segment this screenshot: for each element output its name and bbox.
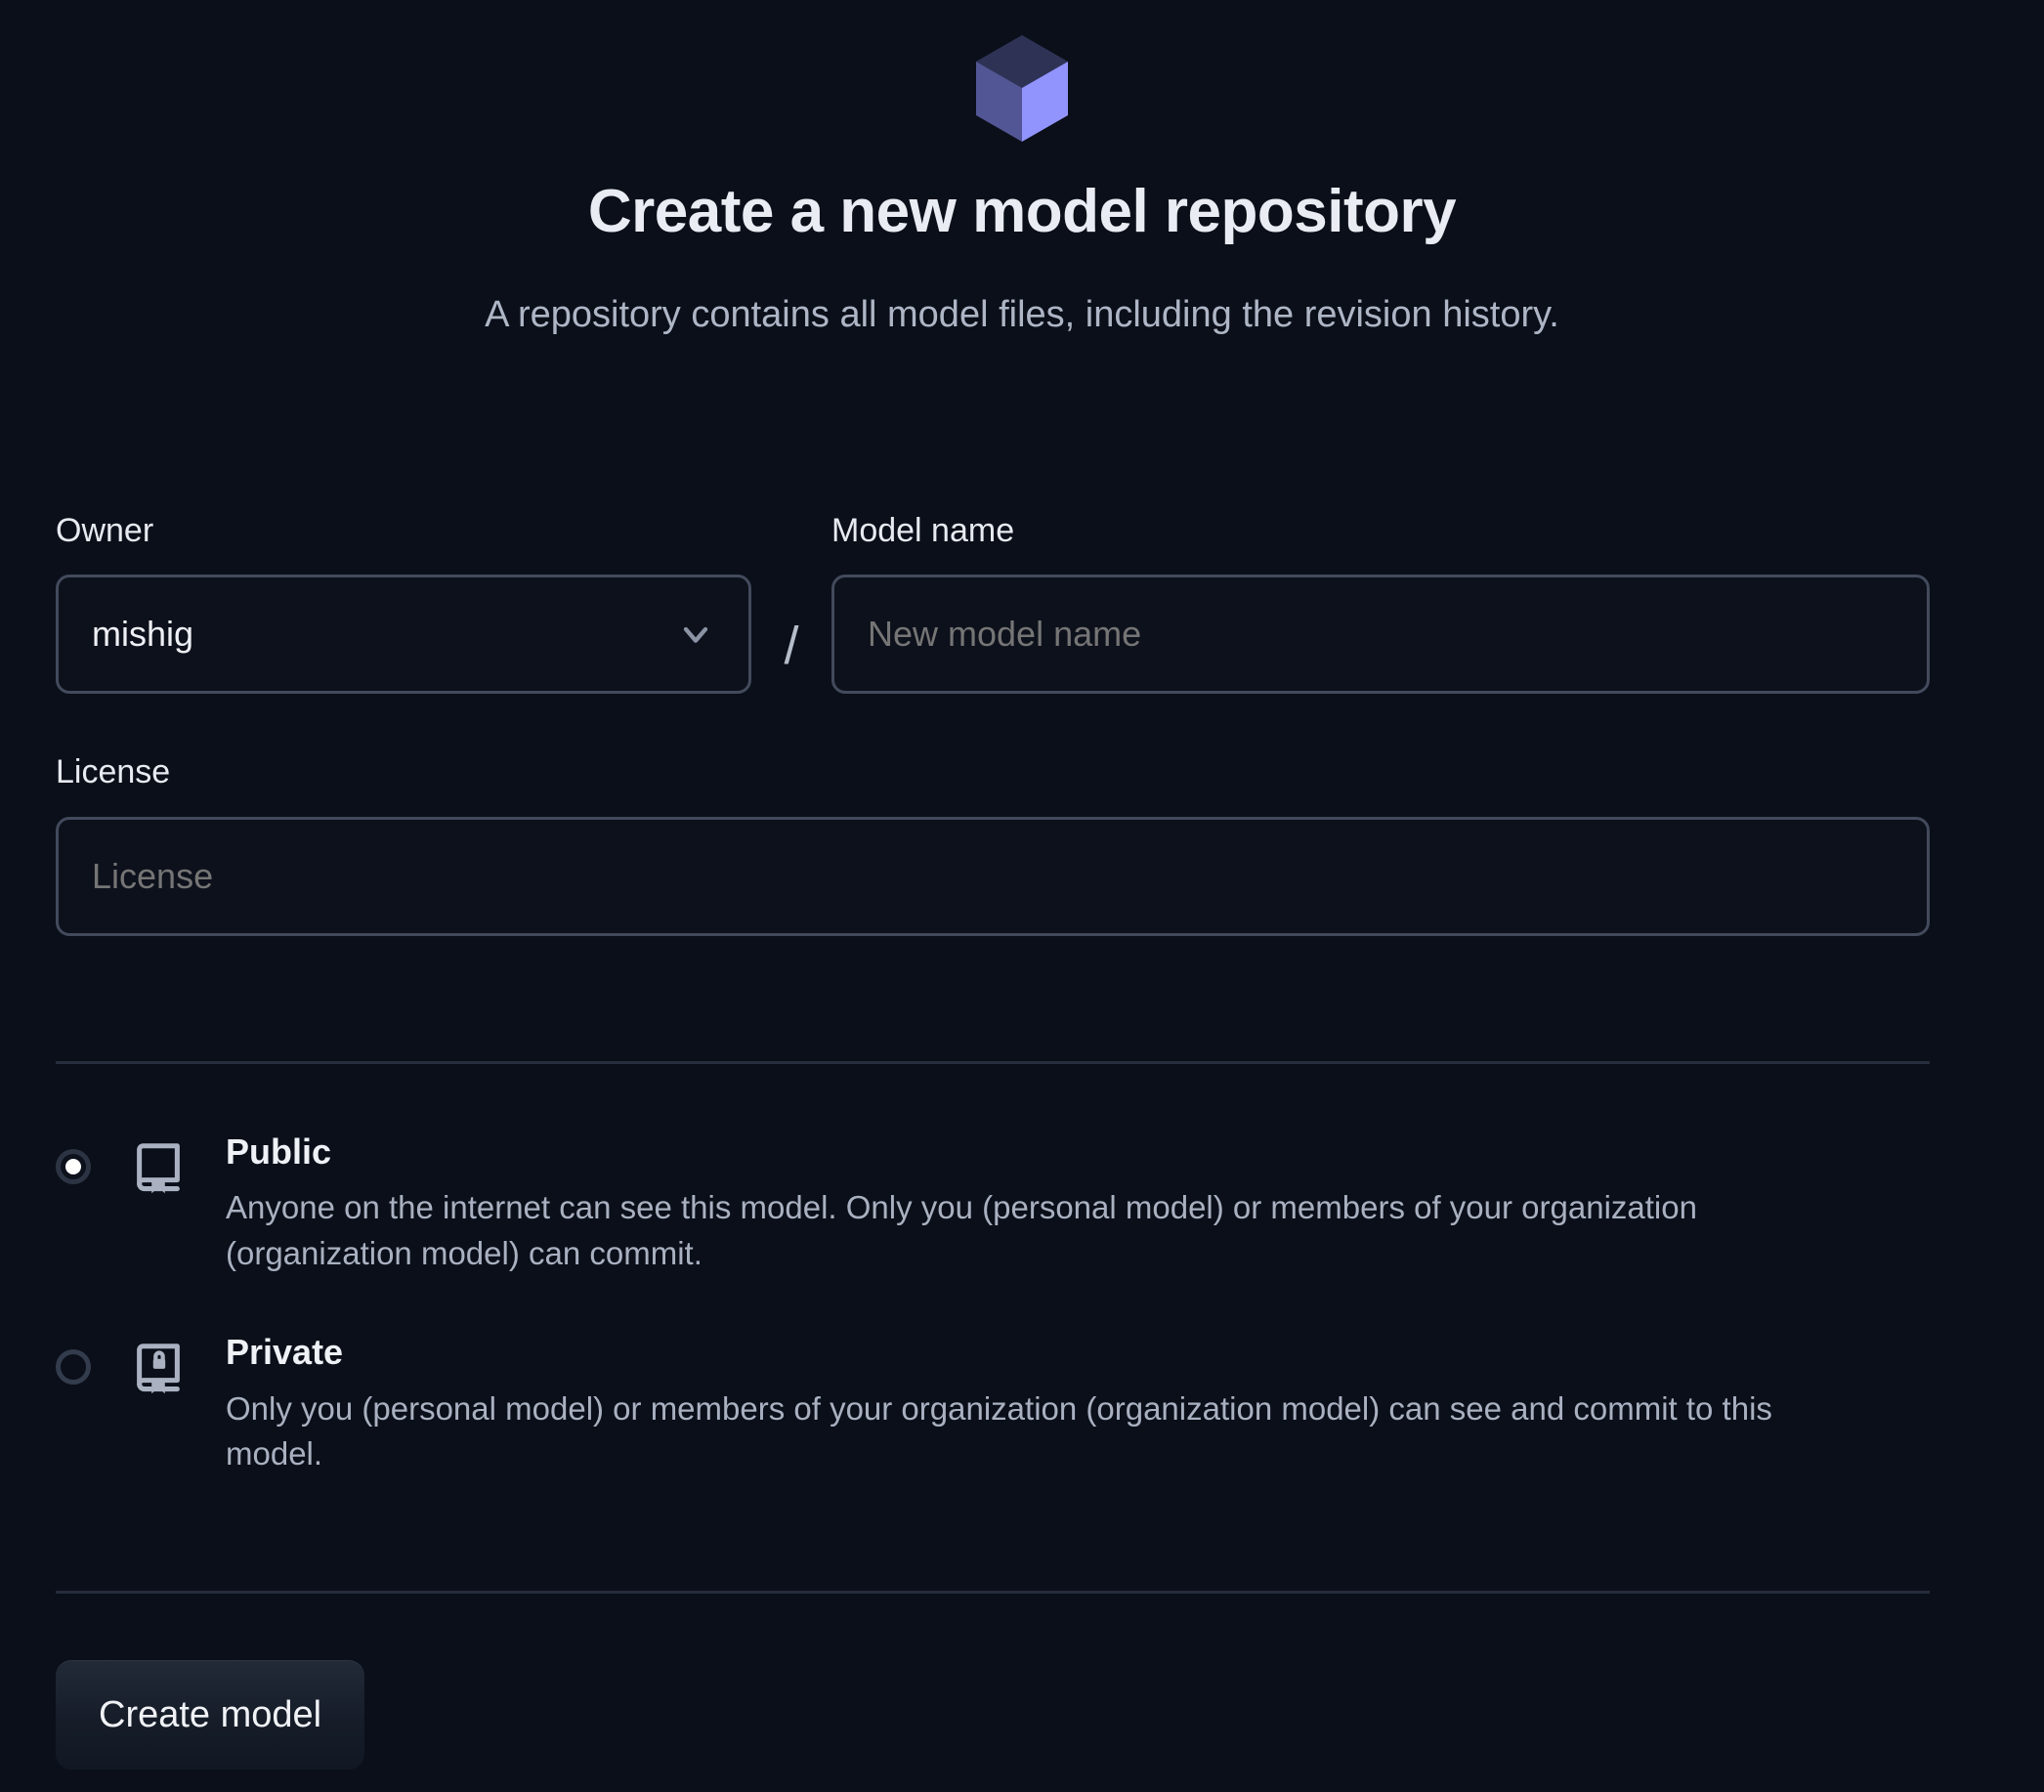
page-title: Create a new model repository <box>587 178 1457 245</box>
public-text-block: Public Anyone on the internet can see th… <box>226 1130 1930 1277</box>
page-subtitle: A repository contains all model files, i… <box>485 294 1559 335</box>
owner-label: Owner <box>56 512 154 549</box>
license-input[interactable] <box>56 816 1930 936</box>
private-description: Only you (personal model) or members of … <box>226 1389 1772 1472</box>
radio-public[interactable] <box>56 1149 91 1184</box>
license-field-group: License <box>56 753 1930 936</box>
radio-private[interactable] <box>56 1349 91 1386</box>
owner-name-separator: / <box>784 617 799 676</box>
repository-form: Owner mishig / Model name License <box>56 512 1930 936</box>
owner-select-value: mishig <box>92 614 194 655</box>
private-text-block: Private Only you (personal model) or mem… <box>226 1330 1930 1477</box>
logo-container <box>0 33 2044 145</box>
owner-and-name-row: Owner mishig / Model name <box>56 512 1930 695</box>
submit-container: Create model <box>56 1660 365 1770</box>
model-name-field-group: Model name <box>831 512 1930 695</box>
owner-select[interactable]: mishig <box>56 575 751 695</box>
divider-above-visibility <box>56 1061 1930 1064</box>
chevron-down-icon <box>683 627 708 644</box>
public-description: Anyone on the internet can see this mode… <box>226 1189 1697 1272</box>
cube-icon <box>976 35 1068 142</box>
license-label: License <box>56 753 171 791</box>
private-title: Private <box>226 1332 344 1373</box>
divider-above-submit <box>56 1591 1930 1594</box>
owner-field-group: Owner mishig <box>56 512 751 695</box>
book-icon <box>137 1143 180 1194</box>
create-model-button[interactable]: Create model <box>56 1660 365 1770</box>
book-lock-icon <box>137 1344 180 1394</box>
visibility-option-private[interactable]: Private Only you (personal model) or mem… <box>56 1330 1930 1477</box>
public-title: Public <box>226 1131 332 1172</box>
model-name-input[interactable] <box>831 575 1930 695</box>
visibility-options: Public Anyone on the internet can see th… <box>56 1130 1930 1477</box>
visibility-option-public[interactable]: Public Anyone on the internet can see th… <box>56 1130 1930 1277</box>
model-name-label: Model name <box>831 512 1015 549</box>
